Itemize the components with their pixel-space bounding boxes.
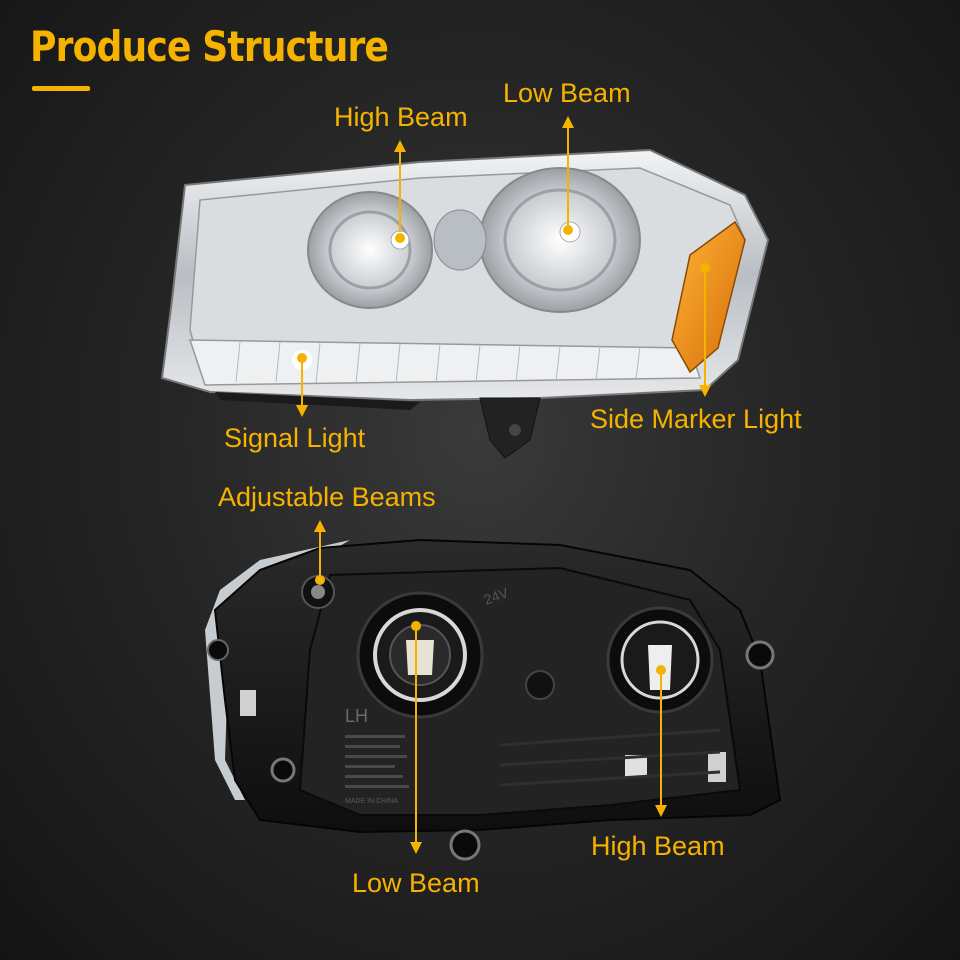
callout-arrows	[296, 116, 711, 854]
housing-made-in: MADE IN CHINA	[345, 798, 398, 805]
label-adjustable-beams: Adjustable Beams	[218, 482, 436, 512]
page-title: Produce Structure	[30, 22, 389, 71]
label-low-beam-front: Low Beam	[503, 78, 631, 108]
label-low-beam-rear: Low Beam	[352, 868, 480, 898]
title-underline	[32, 86, 90, 91]
label-signal-light: Signal Light	[224, 423, 366, 453]
housing-side-mark: LH	[345, 706, 368, 726]
label-high-beam-rear: High Beam	[591, 831, 725, 861]
label-high-beam-front: High Beam	[334, 102, 468, 132]
label-side-marker-light: Side Marker Light	[590, 404, 802, 434]
front-headlight	[160, 148, 770, 459]
rear-headlight: LH 24V MADE IN CHINA	[205, 538, 782, 861]
